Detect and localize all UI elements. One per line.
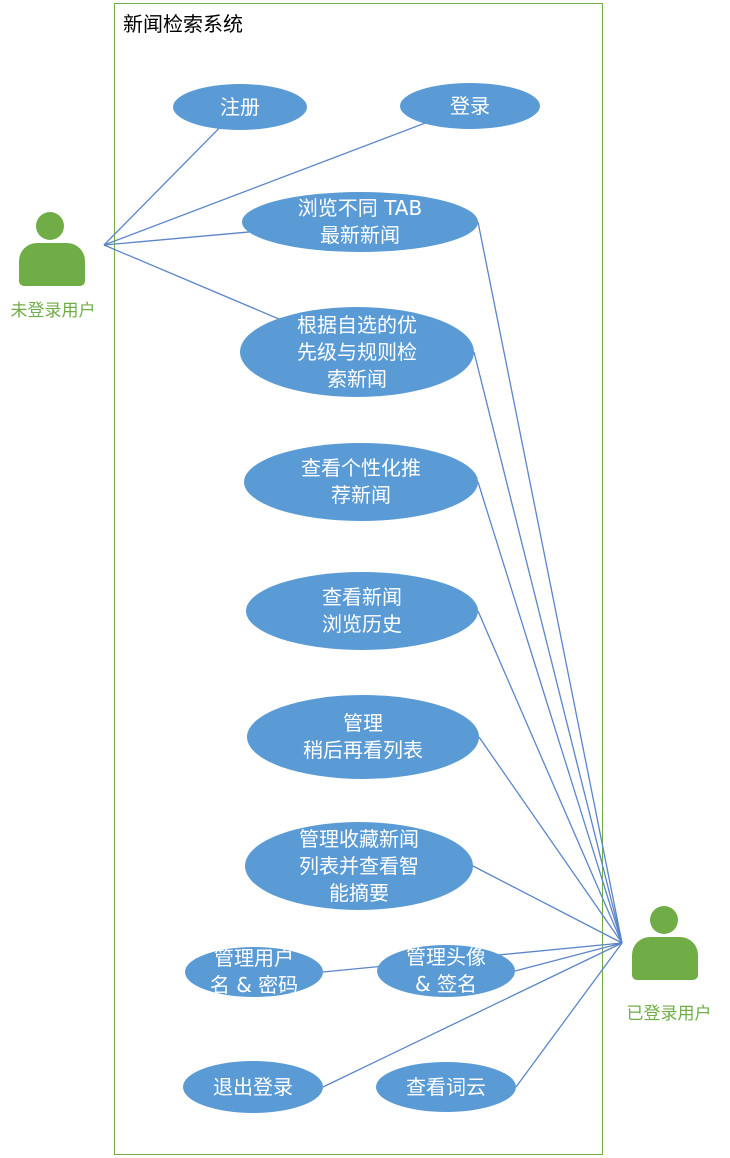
association-user-rules <box>473 351 623 944</box>
usecase-manage-avatar-label: 管理头像 & 签名 <box>406 945 486 996</box>
association-user-cloud <box>515 942 623 1088</box>
person-icon <box>650 906 678 934</box>
usecase-logout: 退出登录 <box>183 1061 323 1113</box>
system-boundary <box>114 3 603 1155</box>
usecase-search-by-rules-label: 根据自选的优 先级与规则检 索新闻 <box>297 312 417 391</box>
usecase-browse-tabs: 浏览不同 TAB 最新新闻 <box>242 192 478 252</box>
usecase-register-label: 注册 <box>220 94 260 119</box>
usecase-browse-history-label: 查看新闻 浏览历史 <box>322 585 402 636</box>
person-icon-body <box>19 243 85 286</box>
usecase-personalized-news-label: 查看个性化推 荐新闻 <box>301 456 421 507</box>
usecase-login: 登录 <box>400 83 540 129</box>
usecase-favorites-summary-label: 管理收藏新闻 列表并查看智 能摘要 <box>299 826 419 905</box>
person-icon <box>36 212 64 240</box>
usecase-browse-history: 查看新闻 浏览历史 <box>246 572 478 650</box>
usecase-word-cloud: 查看词云 <box>376 1062 516 1112</box>
usecase-favorites-summary: 管理收藏新闻 列表并查看智 能摘要 <box>245 822 473 910</box>
usecase-login-label: 登录 <box>450 93 490 118</box>
usecase-watch-later-label: 管理 稍后再看列表 <box>303 711 423 762</box>
usecase-manage-avatar: 管理头像 & 签名 <box>377 945 515 997</box>
association-user-fav <box>472 865 623 944</box>
association-user-browse <box>477 221 623 944</box>
system-title: 新闻检索系统 <box>123 12 243 36</box>
person-icon-body <box>632 937 698 980</box>
association-guest-login <box>103 105 471 246</box>
usecase-watch-later: 管理 稍后再看列表 <box>247 695 479 779</box>
usecase-register: 注册 <box>173 84 307 130</box>
usecase-logout-label: 退出登录 <box>213 1074 293 1099</box>
association-user-later <box>478 736 623 944</box>
usecase-manage-account: 管理用户 名 & 密码 <box>185 946 323 997</box>
actor-logged-in-label: 已登录用户 <box>626 1004 712 1024</box>
association-user-history <box>477 610 623 944</box>
actor-guest-label: 未登录用户 <box>10 301 96 321</box>
usecase-browse-tabs-label: 浏览不同 TAB 最新新闻 <box>297 196 423 247</box>
association-user-reco <box>477 481 623 944</box>
association-user-logout <box>322 942 623 1088</box>
usecase-word-cloud-label: 查看词云 <box>406 1074 486 1099</box>
association-guest-register <box>103 106 241 246</box>
usecase-manage-account-label: 管理用户 名 & 密码 <box>209 946 299 997</box>
usecase-search-by-rules: 根据自选的优 先级与规则检 索新闻 <box>240 307 474 397</box>
association-user-avatar <box>514 942 623 972</box>
usecase-personalized-news: 查看个性化推 荐新闻 <box>244 443 478 521</box>
